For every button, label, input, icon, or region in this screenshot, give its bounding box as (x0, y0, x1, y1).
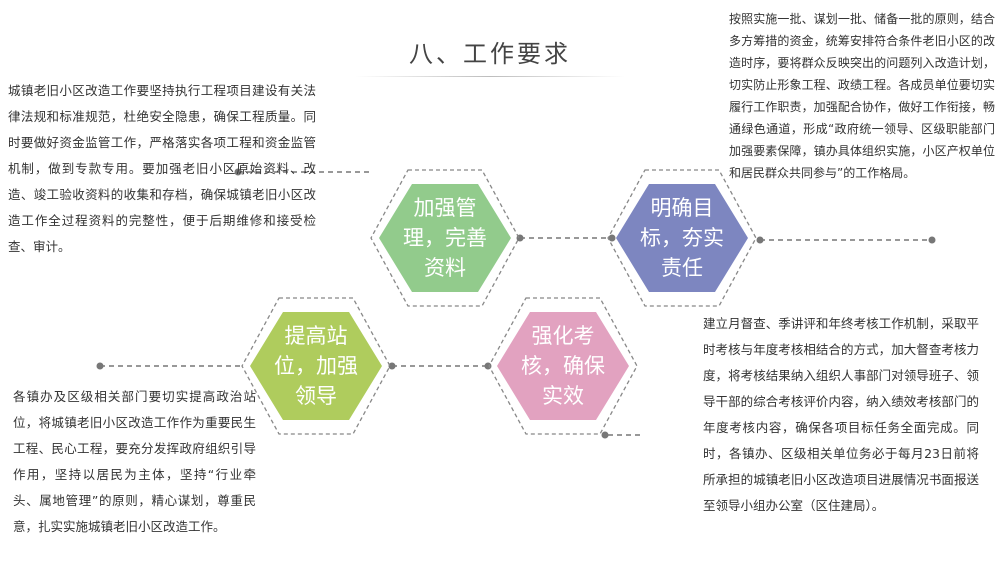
hex-leadership-label: 提高站位，加强领导 (274, 324, 358, 408)
connector-dot (601, 431, 609, 439)
paragraph-responsibility: 按照实施一批、谋划一批、储备一批的原则，结合多方筹措的资金，统筹安排符合条件老旧… (729, 12, 995, 180)
paragraph-leadership: 各镇办及区级相关部门要切实提高政治站位，将城镇老旧小区改造工作作为重要民生工程、… (13, 389, 256, 534)
hex-organize (379, 184, 511, 292)
hex-responsibility-label: 明确目标，夯实责任 (640, 196, 724, 280)
paragraph-organize: 城镇老旧小区改造工作要坚持执行工程项目建设有关法律法规和标准规范，杜绝安全隐患，… (8, 83, 316, 254)
hex-assessment (497, 312, 629, 420)
paragraph-assessment: 建立月督查、季讲评和年终考核工作机制，采取平时考核与年度考核相结合的方式，加大督… (703, 316, 979, 513)
hex-responsibility (616, 184, 748, 292)
page-title: 八、工作要求 (409, 40, 571, 68)
connector-dot (388, 362, 396, 370)
connector-dot (234, 168, 242, 176)
connector-dot (928, 236, 936, 244)
hex-responsibility-outline (607, 169, 757, 307)
hex-leadership-outline (241, 297, 391, 435)
title-underline (355, 76, 625, 77)
hex-organize-outline (370, 169, 520, 307)
hex-leadership (250, 312, 382, 420)
connector-dot (96, 362, 104, 370)
hex-assessment-label: 强化考核，确保实效 (521, 324, 605, 408)
hex-assessment-outline (488, 297, 638, 435)
connector-dot (608, 234, 616, 242)
connector-dot (756, 236, 764, 244)
connector-dot (484, 362, 492, 370)
hex-organize-label: 加强管理，完善资料 (403, 196, 487, 280)
